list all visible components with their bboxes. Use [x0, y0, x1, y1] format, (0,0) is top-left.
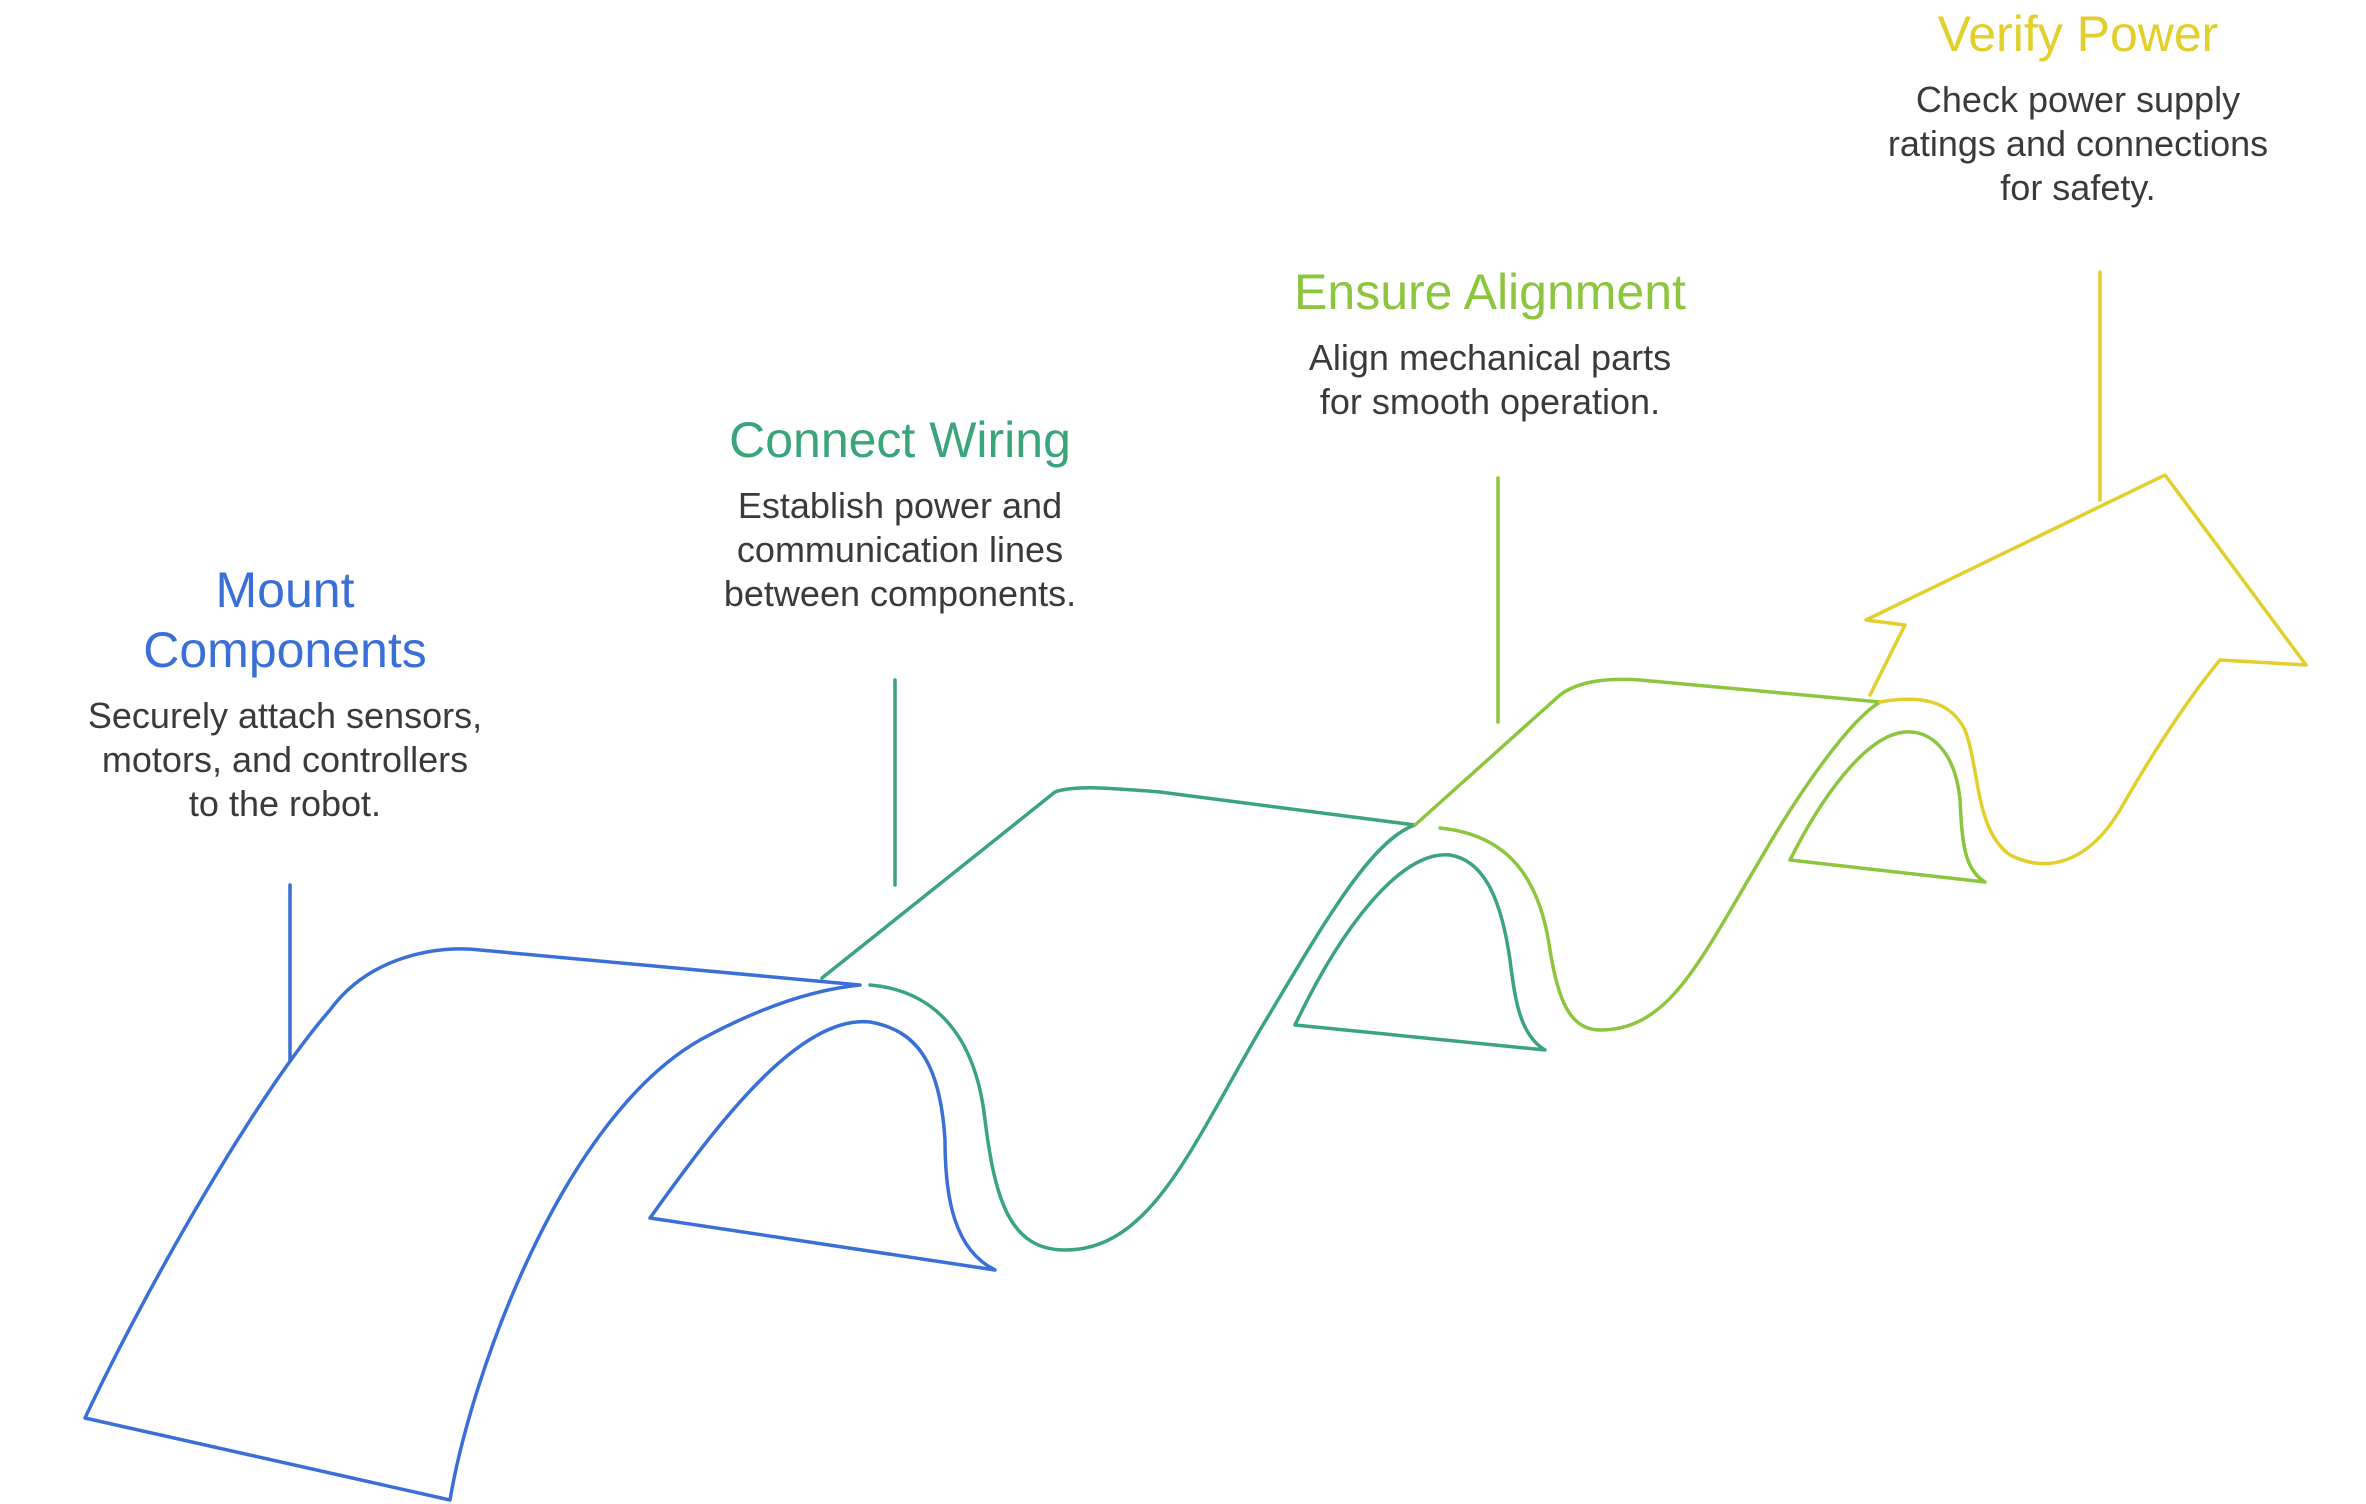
- ribbon-segment-3: [1413, 677, 1987, 1032]
- step-verify-power: Verify Power Check power supply ratings …: [1790, 4, 2366, 210]
- ribbon-arrow-head: [1864, 473, 2308, 866]
- step-description: Check power supply ratings and connectio…: [1887, 79, 2269, 208]
- step-title: Verify Power: [1937, 6, 2219, 62]
- step-description: Securely attach sensors, motors, and con…: [87, 695, 483, 824]
- step-mount-components: Mount Components Securely attach sensors…: [0, 560, 570, 826]
- step-description: Align mechanical parts for smooth operat…: [1308, 337, 1672, 422]
- step-ensure-alignment: Ensure Alignment Align mechanical parts …: [1180, 262, 1800, 424]
- step-description: Establish power and communication lines …: [723, 485, 1077, 614]
- step-title: Ensure Alignment: [1294, 264, 1686, 320]
- step-title: Connect Wiring: [729, 412, 1071, 468]
- step-connect-wiring: Connect Wiring Establish power and commu…: [600, 410, 1200, 616]
- ribbon-segment-2: [820, 786, 1547, 1252]
- ribbon-segment-1: [83, 947, 997, 1502]
- step-title: Mount Components: [143, 562, 427, 678]
